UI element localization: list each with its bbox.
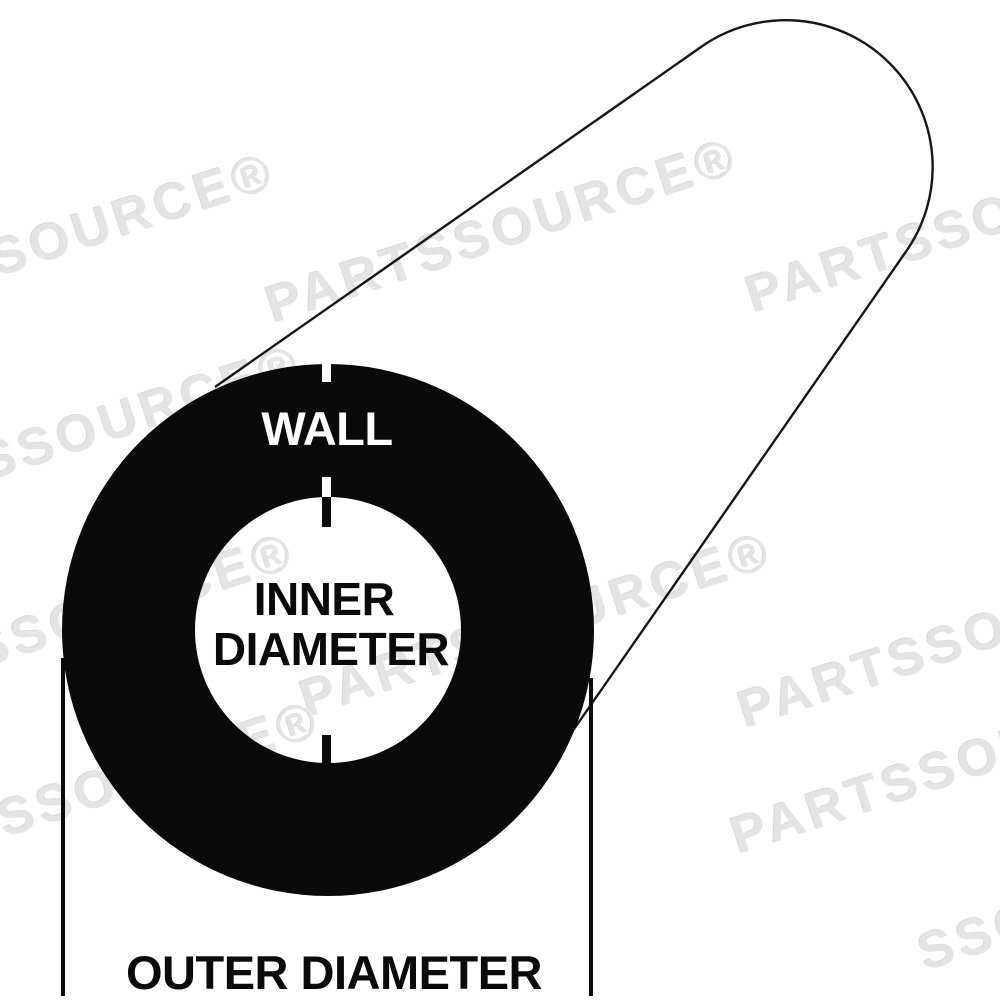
tick-inner-edge-top-on-ring (322, 477, 331, 497)
outer-diameter-label: OUTER DIAMETER (126, 946, 542, 999)
inner-diameter-label-line1: INNER (254, 573, 395, 625)
inner-diameter-label-line2: DIAMETER (213, 623, 450, 675)
tick-inner-edge-top-in-bore (322, 497, 331, 527)
tube-cross-section-ring (62, 364, 594, 896)
tick-inner-edge-bottom (322, 735, 331, 763)
tick-outer-edge-top (322, 360, 331, 382)
wall-label: WALL (261, 402, 392, 455)
outer-diameter-extension-line-right (589, 678, 593, 996)
outer-diameter-extension-line-left (61, 658, 65, 996)
tube-body-outline (214, 18, 934, 733)
